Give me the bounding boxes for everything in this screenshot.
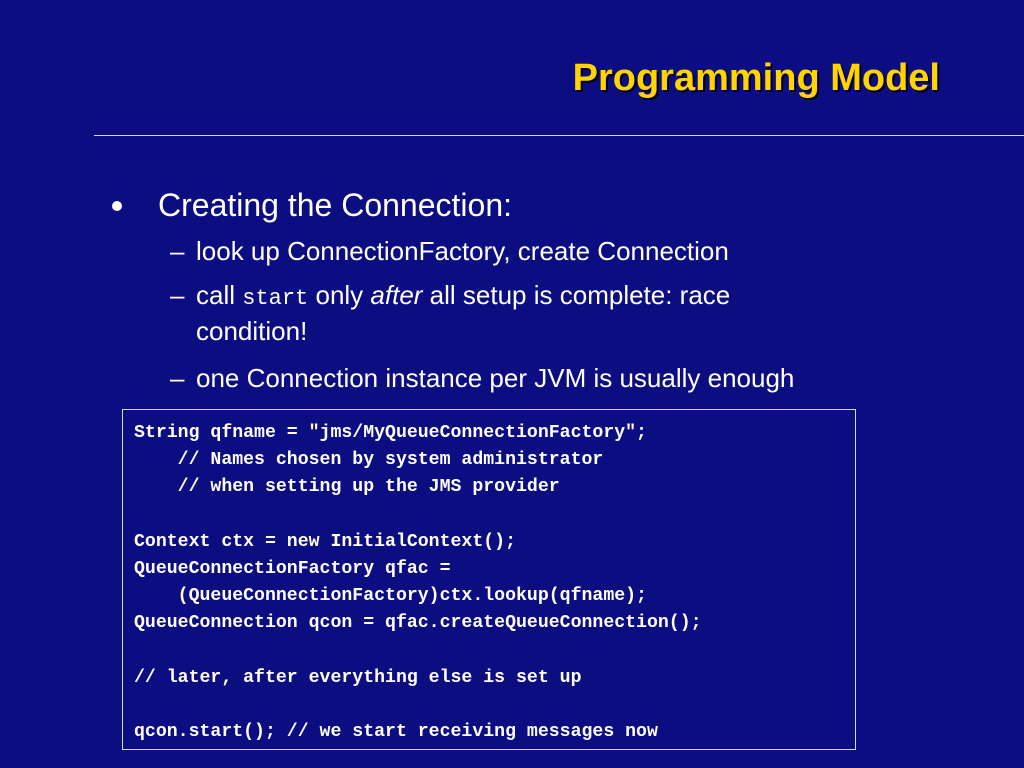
code-line bbox=[134, 502, 855, 529]
subitem-text-part2: only bbox=[308, 280, 371, 310]
bullet-text: Creating the Connection: bbox=[158, 186, 512, 223]
code-line: QueueConnectionFactory qfac = bbox=[134, 558, 451, 579]
code-line: (QueueConnectionFactory)ctx.lookup(qfnam… bbox=[134, 586, 647, 607]
code-line: QueueConnection qcon = qfac.createQueueC… bbox=[134, 613, 702, 634]
emphasis-after: after bbox=[370, 280, 423, 310]
subitem-one-connection: –one Connection instance per JVM is usua… bbox=[170, 360, 794, 396]
dash-icon: – bbox=[170, 236, 185, 266]
code-line: // Names chosen by system administrator bbox=[134, 450, 604, 471]
subitem-lookup: –look up ConnectionFactory, create Conne… bbox=[170, 233, 729, 269]
subitem-call-start: –call start only after all setup is comp… bbox=[170, 277, 730, 317]
dash-icon: – bbox=[170, 363, 185, 393]
inline-code-start: start bbox=[242, 286, 309, 311]
code-line: String qfname = "jms/MyQueueConnectionFa… bbox=[134, 423, 647, 443]
code-line bbox=[134, 638, 855, 665]
subitem-text-part1: call bbox=[196, 280, 243, 310]
bullet-dot-icon bbox=[112, 201, 122, 211]
subitem-text-part3: all setup is complete: race bbox=[422, 280, 731, 310]
dash-icon: – bbox=[170, 280, 185, 310]
slide-title: Programming Model bbox=[572, 57, 940, 99]
subitem-text: look up ConnectionFactory, create Connec… bbox=[196, 236, 729, 266]
code-line bbox=[134, 692, 855, 719]
code-line: Context ctx = new InitialContext(); bbox=[134, 531, 516, 552]
bullet-item: Creating the Connection: bbox=[112, 184, 512, 226]
code-block: String qfname = "jms/MyQueueConnectionFa… bbox=[122, 409, 856, 750]
subitem-text: one Connection instance per JVM is usual… bbox=[196, 363, 795, 393]
code-line: // when setting up the JMS provider bbox=[134, 477, 560, 498]
code-line: qcon.start(); // we start receiving mess… bbox=[134, 722, 658, 743]
title-divider bbox=[94, 135, 1024, 136]
subitem-continuation: condition! bbox=[196, 316, 308, 346]
code-line: // later, after everything else is set u… bbox=[134, 667, 582, 688]
